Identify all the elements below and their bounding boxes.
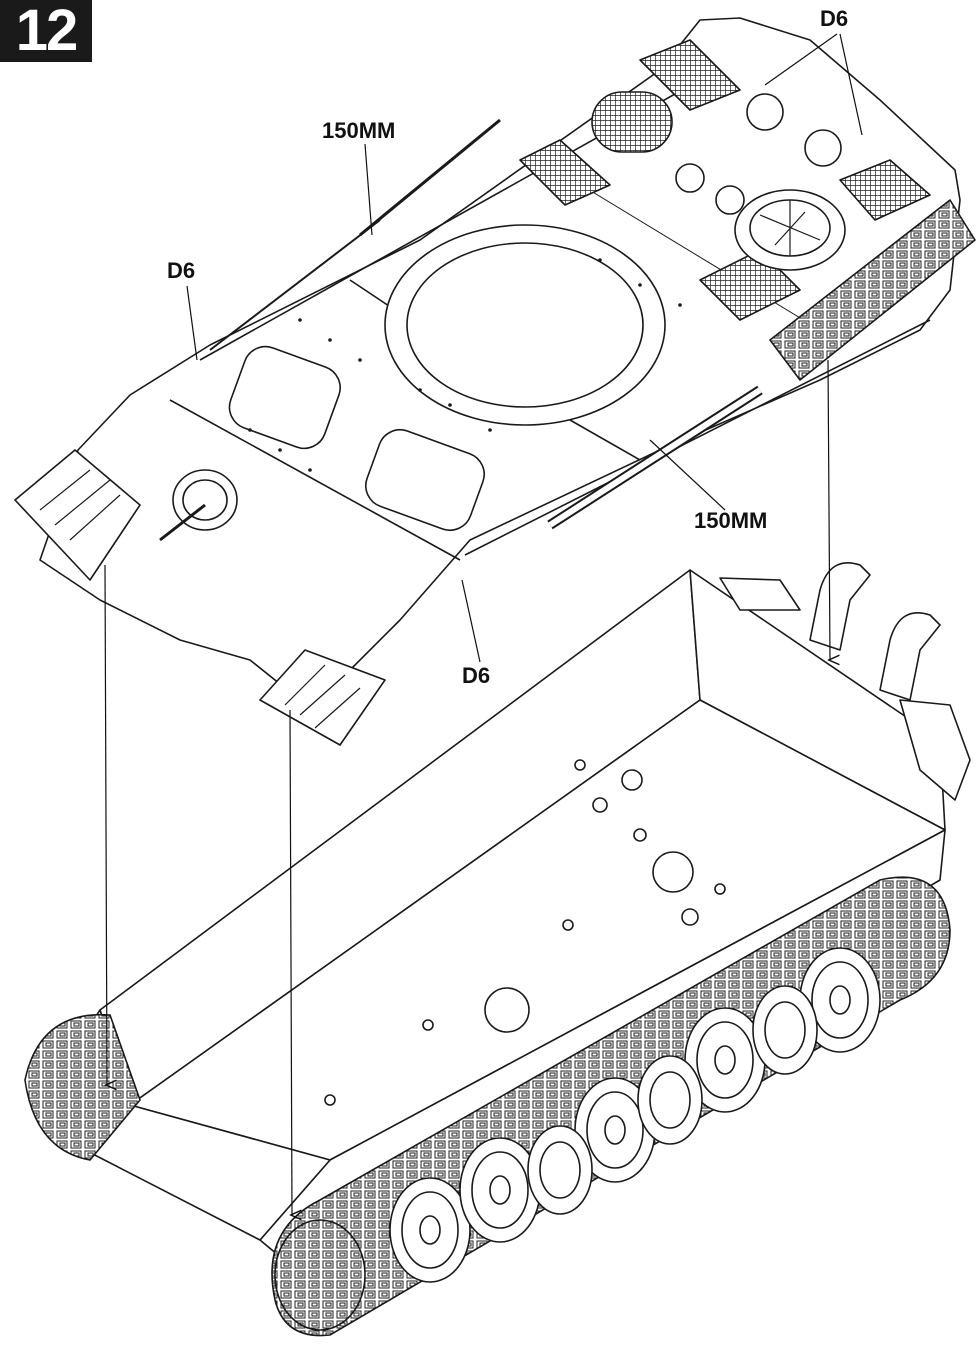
road-wheel [752,985,818,1075]
callout-150mm-top: 150MM [322,118,396,143]
callout-d6-center: D6 [462,663,491,688]
engine-mesh-grille-1 [591,91,673,153]
running-gear [24,876,951,1337]
step-number-badge: 12 [0,0,92,62]
road-wheel [527,1125,593,1215]
driver-hatch [228,345,341,450]
assembly-arrow-left [104,564,107,1085]
upper-hull [14,17,976,746]
exhaust-pipe-left [809,562,871,651]
assembly-arrow-right [827,359,830,660]
engine-louvres-1 [519,139,611,206]
front-mudguard-left [14,449,141,581]
callout-150mm-right: 150MM [694,508,768,533]
track-far-side [24,1013,141,1161]
road-wheel [637,1055,703,1145]
engine-mesh-panel-1 [839,159,931,221]
callout-d6-top-right: D6 [820,6,849,31]
radio-operator-hatch [365,428,485,532]
front-mudguard-right [259,649,386,746]
upper-track-links [769,199,976,381]
assembly-arrow-center [289,709,292,1215]
road-wheel [799,947,881,1053]
road-wheel [459,1137,541,1243]
assembly-guides [104,33,863,1215]
road-wheel [389,1177,471,1283]
road-wheel [684,1007,766,1113]
exhaust-pipe-right [879,612,941,701]
callout-d6-left: D6 [167,258,196,283]
drive-sprocket [274,1219,366,1331]
engine-louvres-2 [639,39,741,111]
turret-ring-inner [406,242,644,408]
